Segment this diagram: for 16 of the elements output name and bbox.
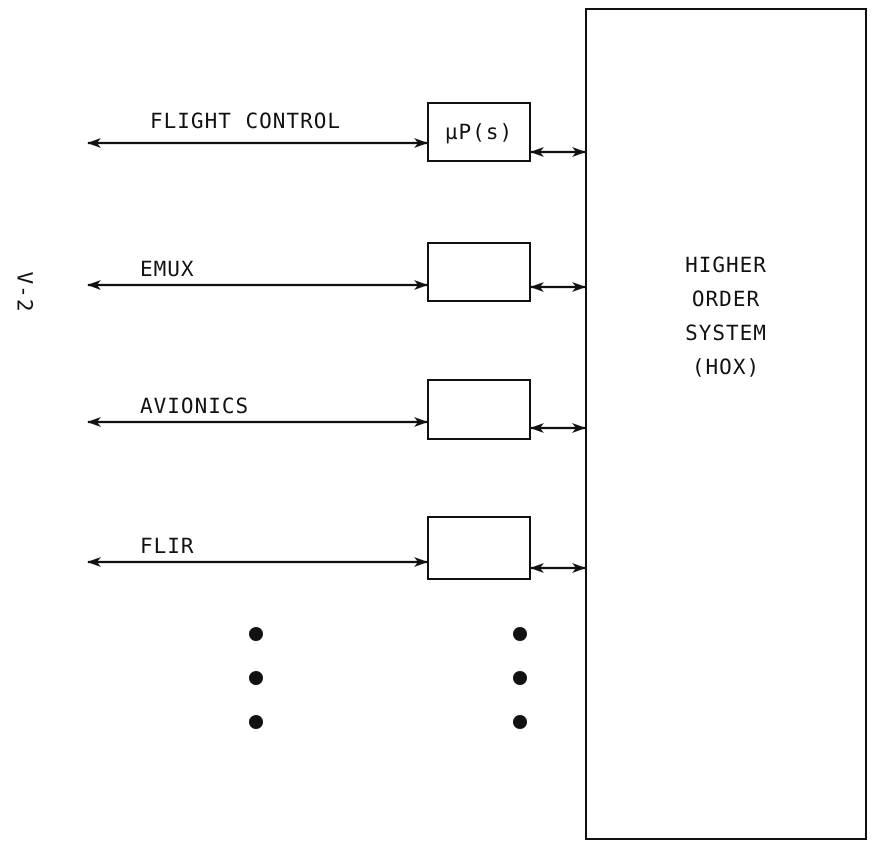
double-arrow xyxy=(530,563,586,573)
box-label: HIGHER ORDER SYSTEM (HOX) xyxy=(684,252,768,381)
box-label: µP(s) xyxy=(444,119,514,146)
processor-box xyxy=(427,242,531,302)
double-arrow xyxy=(87,280,428,290)
double-arrow xyxy=(87,138,428,148)
double-arrow xyxy=(530,282,586,292)
processor-box xyxy=(427,379,531,440)
double-arrow xyxy=(530,147,586,157)
page-number: V-2 xyxy=(12,272,36,312)
processor-box xyxy=(427,516,531,580)
double-arrow xyxy=(87,417,428,427)
processor-box xyxy=(427,102,531,162)
system-box xyxy=(585,8,867,840)
double-arrow xyxy=(87,557,428,567)
double-arrow xyxy=(530,423,586,433)
